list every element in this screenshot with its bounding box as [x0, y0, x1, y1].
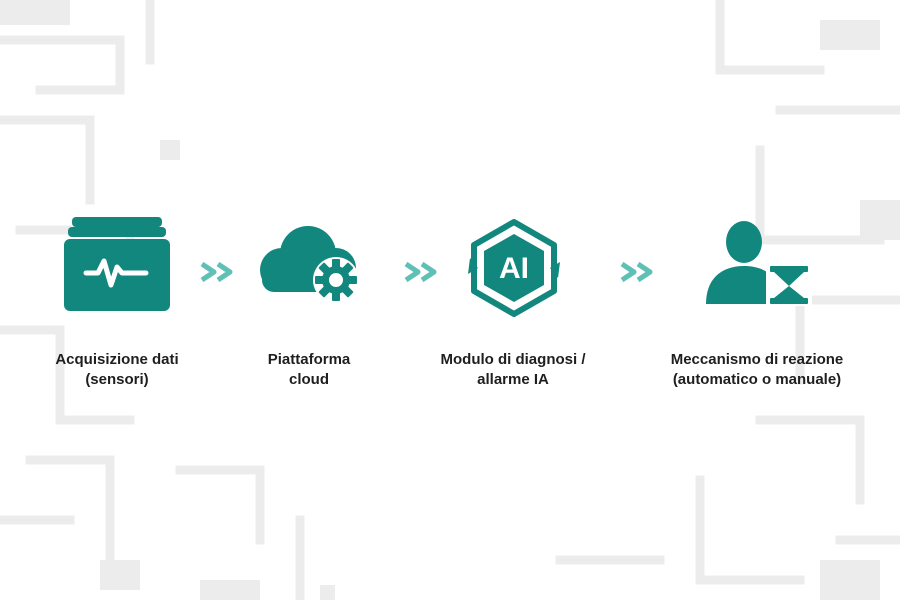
- step-label-line1: Acquisizione dati: [55, 351, 179, 368]
- step-label-line1: Meccanismo di reazione: [670, 351, 844, 368]
- step-label-line1: Modulo di diagnosi /: [440, 351, 586, 368]
- step-label-reaction: Meccanismo di reazione (automatico o man…: [652, 350, 862, 390]
- ai-chip-icon: AI: [468, 219, 560, 317]
- double-chevron-right-icon: [200, 262, 233, 282]
- step-cloud: [250, 222, 370, 312]
- cloud-gear-icon: [260, 226, 359, 303]
- step-label-line2: allarme IA: [477, 371, 549, 388]
- double-chevron-right-icon: [404, 262, 437, 282]
- step-label-line2: cloud: [289, 371, 329, 388]
- person-hourglass-icon: [706, 221, 812, 306]
- ai-label: AI: [499, 252, 529, 285]
- step-label-ai: Modulo di diagnosi / allarme IA: [408, 350, 618, 390]
- step-label-line1: Piattaforma: [267, 351, 351, 368]
- step-label-line2: (automatico o manuale): [672, 371, 842, 388]
- step-reaction: [704, 220, 814, 306]
- step-label-sensors: Acquisizione dati (sensori): [12, 350, 222, 390]
- sensor-data-icon: [64, 217, 170, 311]
- step-ai: AI: [464, 218, 564, 318]
- step-label-line2: (sensori): [85, 371, 149, 388]
- double-chevron-right-icon: [620, 262, 653, 282]
- step-label-cloud: Piattaforma cloud: [204, 350, 414, 390]
- step-sensors: [64, 215, 170, 315]
